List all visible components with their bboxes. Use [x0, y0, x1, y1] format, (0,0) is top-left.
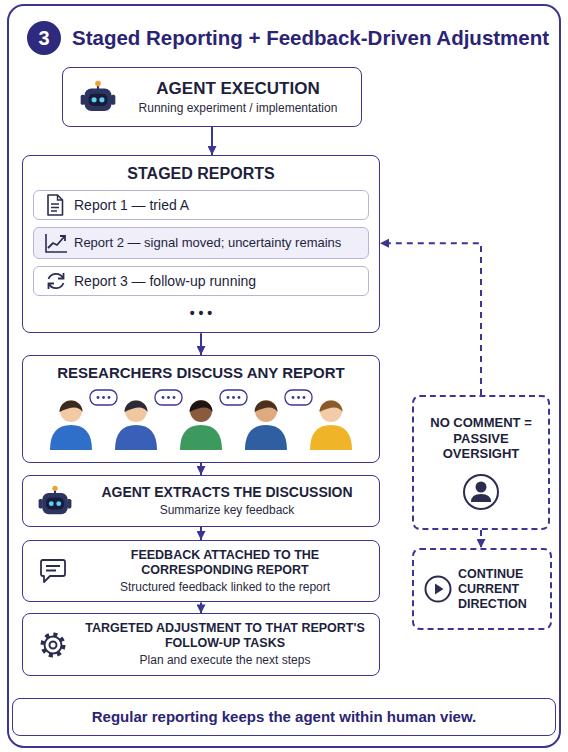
- flow-arrow: [211, 127, 213, 155]
- feedback-icon: [39, 558, 67, 584]
- box-subtext: Structured feedback linked to the report: [81, 580, 369, 594]
- box-heading: AGENT EXTRACTS THE DISCUSSION: [85, 484, 369, 501]
- report-row: Report 2 — signal moved; uncertainty rem…: [33, 227, 369, 259]
- note-box: NO COMMENT = PASSIVE OVERSIGHT: [412, 395, 550, 530]
- flow-arrow: [200, 527, 202, 540]
- play-icon: [424, 575, 452, 603]
- box-heading: NO COMMENT = PASSIVE OVERSIGHT: [422, 415, 540, 462]
- robot-icon: [79, 80, 117, 114]
- report-row: Report 3 — follow-up running: [33, 266, 369, 296]
- box-heading: TARGETED ADJUSTMENT TO THAT REPORT'S FOL…: [81, 621, 369, 651]
- process-box: FEEDBACK ATTACHED TO THE CORRESPONDING R…: [22, 540, 380, 602]
- process-box: AGENT EXTRACTS THE DISCUSSION Summarize k…: [22, 475, 380, 527]
- box-heading: Report 1 — tried A: [74, 197, 360, 214]
- box-heading: FEEDBACK ATTACHED TO THE CORRESPONDING R…: [81, 548, 369, 578]
- feedback-loop-arrow: [380, 243, 481, 395]
- flow-arrow: [200, 463, 202, 475]
- document-icon: [46, 194, 64, 216]
- person-icon: [461, 472, 501, 512]
- summary-bar: Regular reporting keeps the agent within…: [12, 698, 556, 736]
- box-subtext: Summarize key feedback: [85, 503, 369, 517]
- box-heading: Report 3 — follow-up running: [74, 273, 360, 290]
- chart-icon: [44, 232, 68, 254]
- process-box: TARGETED ADJUSTMENT TO THAT REPORT'S FOL…: [22, 613, 380, 675]
- report-row: Report 1 — tried A: [33, 190, 369, 220]
- callout-number: 3: [27, 22, 61, 54]
- gear-icon: [39, 631, 67, 659]
- box-heading: AGENT EXECUTION: [125, 79, 351, 99]
- box-heading: CONTINUE CURRENT DIRECTION: [458, 567, 542, 612]
- step-badge: [27, 21, 61, 55]
- flow-arrow: [200, 602, 202, 613]
- box-heading: STAGED REPORTS: [33, 164, 369, 183]
- box-heading: RESEARCHERS DISCUSS ANY REPORT: [33, 364, 369, 382]
- box-subtext: Plan and execute the next steps: [81, 653, 369, 667]
- box-subtext: Running experiment / implementation: [125, 101, 351, 115]
- process-box: AGENT EXECUTION Running experiment / impl…: [62, 67, 362, 127]
- flow-arrow: [200, 333, 202, 355]
- feedback-loop-arrow: [480, 530, 482, 548]
- discussion-box: RESEARCHERS DISCUSS ANY REPORT: [22, 355, 380, 463]
- researchers-illustration: [36, 388, 366, 450]
- continuation-dots: • • •: [22, 303, 380, 323]
- box-heading: Report 2 — signal moved; uncertainty rem…: [74, 235, 362, 251]
- panel-border: [8, 5, 560, 747]
- refresh-icon: [45, 270, 67, 292]
- robot-icon: [37, 485, 73, 517]
- box-heading: Regular reporting keeps the agent within…: [23, 708, 545, 726]
- note-box: CONTINUE CURRENT DIRECTION: [412, 548, 552, 630]
- diagram-title: Staged Reporting + Feedback-Driven Adjus…: [72, 26, 549, 50]
